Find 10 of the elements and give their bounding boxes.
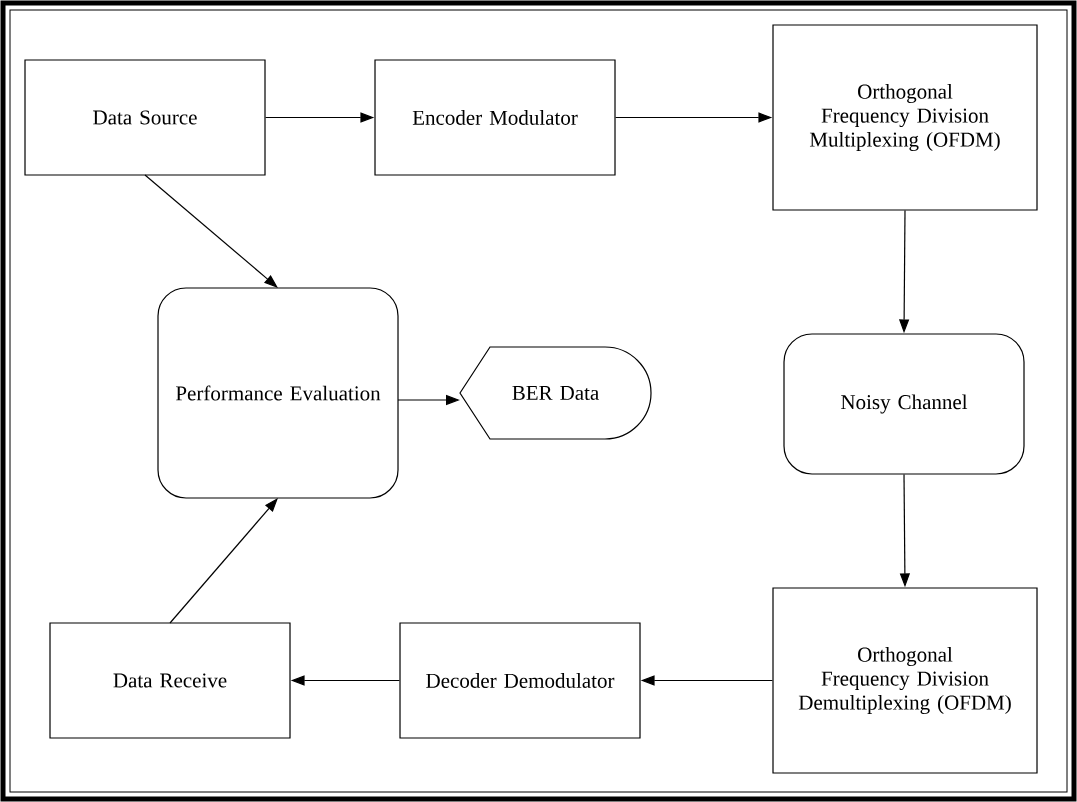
process-box: Encoder Modulator (374, 59, 616, 176)
rounded-box: Noisy Channel (783, 333, 1025, 475)
rounded-box: Performance Evaluation (157, 287, 399, 499)
process-box: Data Receive (49, 622, 291, 739)
process-box: Decoder Demodulator (399, 622, 641, 739)
arrow (144, 174, 278, 288)
process-box: Orthogonal Frequency Division Multiplexing (OFDM) (772, 24, 1038, 211)
process-box: Data Source (24, 59, 266, 176)
process-box: Orthogonal Frequency Division Demultiplexing (OFDM) (772, 587, 1038, 774)
arrow (169, 498, 278, 624)
